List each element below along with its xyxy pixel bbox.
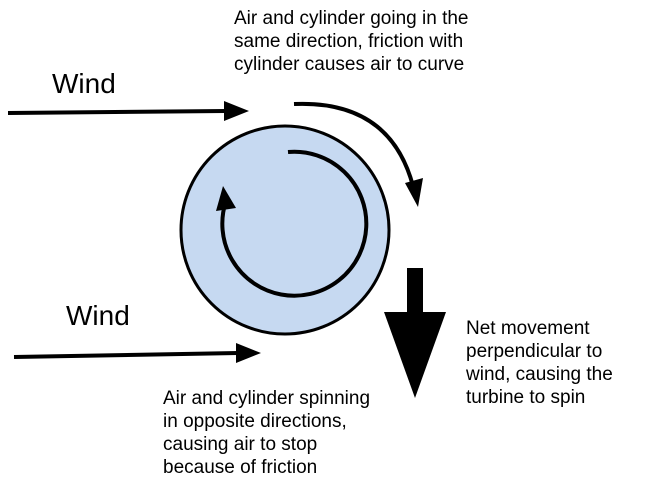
- cylinder-rotation-arrowhead: [216, 186, 236, 211]
- wind-label-top: Wind: [52, 68, 116, 99]
- cylinder: [179, 124, 391, 336]
- cylinder-rotation-arrow: [220, 149, 369, 298]
- wind-arrowhead-top: [224, 101, 249, 121]
- curving-air-arrowhead: [405, 178, 423, 207]
- curving-air-arrow: [293, 101, 415, 187]
- same-direction-note: Air and cylinder going in the same direc…: [234, 8, 469, 75]
- net-movement-arrowhead: [384, 312, 446, 398]
- wind-arrow-top: [7, 109, 227, 115]
- net-movement-arrow-shaft: [407, 268, 423, 316]
- wind-arrowhead-bottom: [236, 343, 261, 363]
- wind-label-bottom: Wind: [66, 300, 130, 331]
- wind-arrow-bottom: [13, 351, 239, 359]
- net-movement-note: Net movement perpendicular to wind, caus…: [466, 318, 613, 408]
- opposite-directions-note: Air and cylinder spinning in opposite di…: [163, 388, 371, 478]
